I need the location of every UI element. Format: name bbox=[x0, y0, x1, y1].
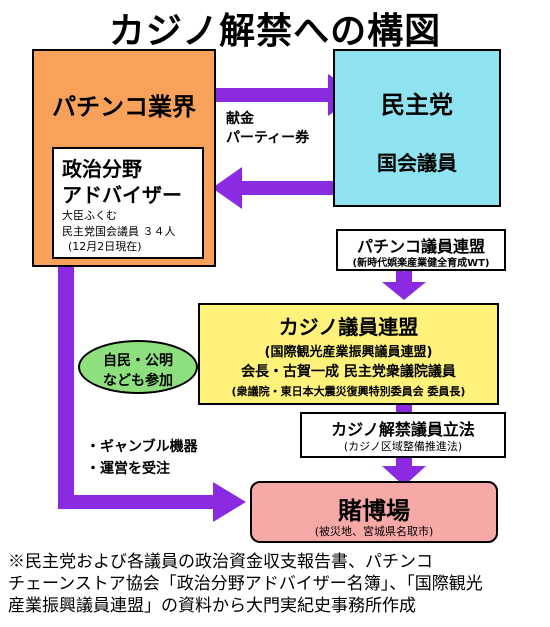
diagram-title: カジノ解禁への構図 bbox=[108, 11, 442, 52]
casino-league-subtitle: (国際観光産業振興議員連盟) bbox=[264, 345, 433, 360]
down-arrow-2-shaft bbox=[396, 404, 412, 412]
orders-arrow-head bbox=[213, 482, 246, 522]
casino-league-box: カジノ議員連盟 (国際観光産業振興議員連盟) 会長・古賀一成 民主党衆議院議員 … bbox=[198, 303, 499, 405]
footnote-line3: 産業振興議員連盟」の資料から大門実紀史事務所作成 bbox=[8, 596, 416, 616]
ldp-komeito-bubble: 自民・公明 なども参加 bbox=[78, 340, 198, 394]
down-arrow-3-shaft bbox=[396, 458, 412, 468]
legislation-title: カジノ解禁議員立法 bbox=[331, 420, 475, 439]
donation-label-line2: パーティー券 bbox=[226, 130, 310, 146]
adviser-title-line2: アドバイザー bbox=[62, 183, 182, 207]
footnote: ※民主党および各議員の政治資金収支報告書、パチンコ チェーンストア協会「政治分野… bbox=[8, 551, 548, 617]
adviser-arrow-head bbox=[212, 167, 242, 209]
adviser-members: 民主党国会議員 ３４人 bbox=[62, 225, 176, 238]
legislation-box: カジノ解禁議員立法 (カジノ区域整備推進法) bbox=[300, 412, 506, 458]
minshu-party-box: 民主党 国会議員 bbox=[333, 49, 501, 207]
pachinko-industry-box: パチンコ業界 政治分野 アドバイザー 大臣ふくむ 民主党国会議員 ３４人 (12… bbox=[32, 49, 216, 267]
political-adviser-box: 政治分野 アドバイザー 大臣ふくむ 民主党国会議員 ３４人 (12月2日現在) bbox=[52, 147, 204, 259]
footnote-line1: ※民主党および各議員の政治資金収支報告書、パチンコ bbox=[8, 552, 433, 572]
adviser-name: 大臣ふくむ bbox=[62, 209, 117, 222]
orders-arrow-shaft bbox=[58, 265, 215, 509]
legislation-subtitle: (カジノ区域整備推進法) bbox=[343, 440, 463, 453]
pachinko-industry-label: パチンコ業界 bbox=[52, 93, 196, 121]
donation-arrow-shaft bbox=[212, 88, 330, 102]
ldp-bubble-line2: なども参加 bbox=[103, 373, 173, 389]
orders-line2: ・運営を受注 bbox=[86, 461, 170, 477]
minshu-members-label: 国会議員 bbox=[377, 151, 457, 175]
casino-league-chair-note: (衆議院・東日本大震災復興特別委員会 委員長) bbox=[231, 385, 466, 398]
casino-title: 賭博場 bbox=[338, 497, 410, 525]
casino-box: 賭博場 (被災地、宮城県名取市) bbox=[250, 481, 498, 543]
adviser-title-line1: 政治分野 bbox=[62, 157, 142, 181]
casino-league-title: カジノ議員連盟 bbox=[278, 315, 419, 339]
down-arrow-3-head bbox=[382, 466, 426, 486]
adviser-arrow-shaft bbox=[240, 181, 336, 195]
adviser-date: (12月2日現在) bbox=[68, 240, 142, 253]
footnote-line2: チェーンストア協会「政治分野アドバイザー名簿」、「国際観光 bbox=[8, 574, 483, 594]
pachinko-league-title: パチンコ議員連盟 bbox=[356, 237, 485, 256]
casino-league-chair: 会長・古賀一成 民主党衆議院議員 bbox=[241, 364, 456, 380]
pachinko-league-subtitle: (新時代娯楽産業健全育成WT) bbox=[352, 258, 490, 269]
casino-subtitle: (被災地、宮城県名取市) bbox=[314, 525, 434, 538]
donation-label-line1: 献金 bbox=[226, 111, 254, 127]
pachinko-league-box: パチンコ議員連盟 (新時代娯楽産業健全育成WT) bbox=[336, 229, 506, 271]
down-arrow-1-head bbox=[382, 282, 426, 300]
ldp-bubble-line1: 自民・公明 bbox=[103, 353, 173, 369]
down-arrow-1-shaft bbox=[396, 268, 412, 284]
minshu-party-label: 民主党 bbox=[381, 91, 453, 119]
orders-line1: ・ギャンブル機器 bbox=[86, 439, 198, 455]
